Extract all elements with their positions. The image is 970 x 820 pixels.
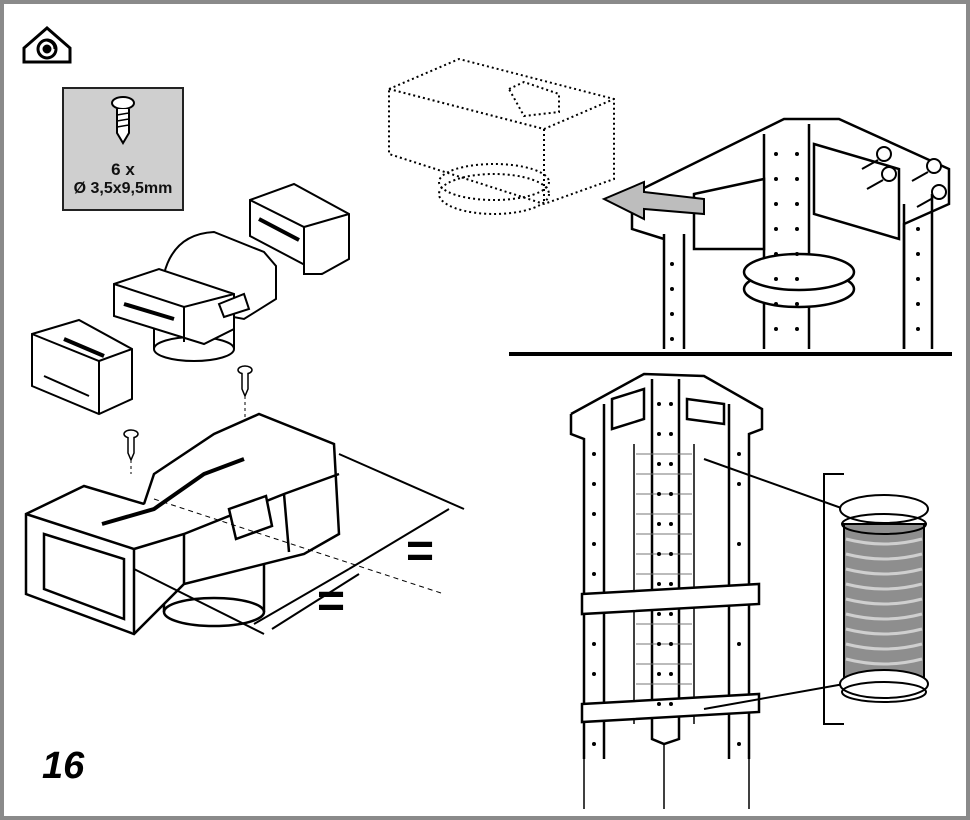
screw-spec-box: 6 x Ø 3,5x9,5mm: [62, 87, 184, 211]
flexible-pipe-icon: [839, 494, 929, 703]
insert-direction-arrow-icon: [601, 180, 705, 221]
assembled-adapter: [24, 412, 341, 636]
equal-distance-mark: =: [317, 575, 346, 628]
exploded-adapter-assembly: [31, 182, 350, 416]
screw-icon: [123, 365, 253, 462]
screw-size: Ø 3,5x9,5mm: [73, 180, 173, 197]
assembly-illustration: [22, 26, 952, 809]
screw-icon: [111, 96, 135, 145]
hood-frame-top: [630, 117, 951, 349]
equal-distance-mark: =: [406, 525, 435, 578]
extraction-mode-house-icon: [22, 26, 72, 64]
dimension-lines: [253, 453, 465, 630]
hood-column-assembly: [569, 372, 764, 759]
step-number: 16: [42, 745, 85, 787]
screw-count: 6 x: [111, 160, 135, 179]
hood-outline-dotted: [388, 57, 615, 215]
